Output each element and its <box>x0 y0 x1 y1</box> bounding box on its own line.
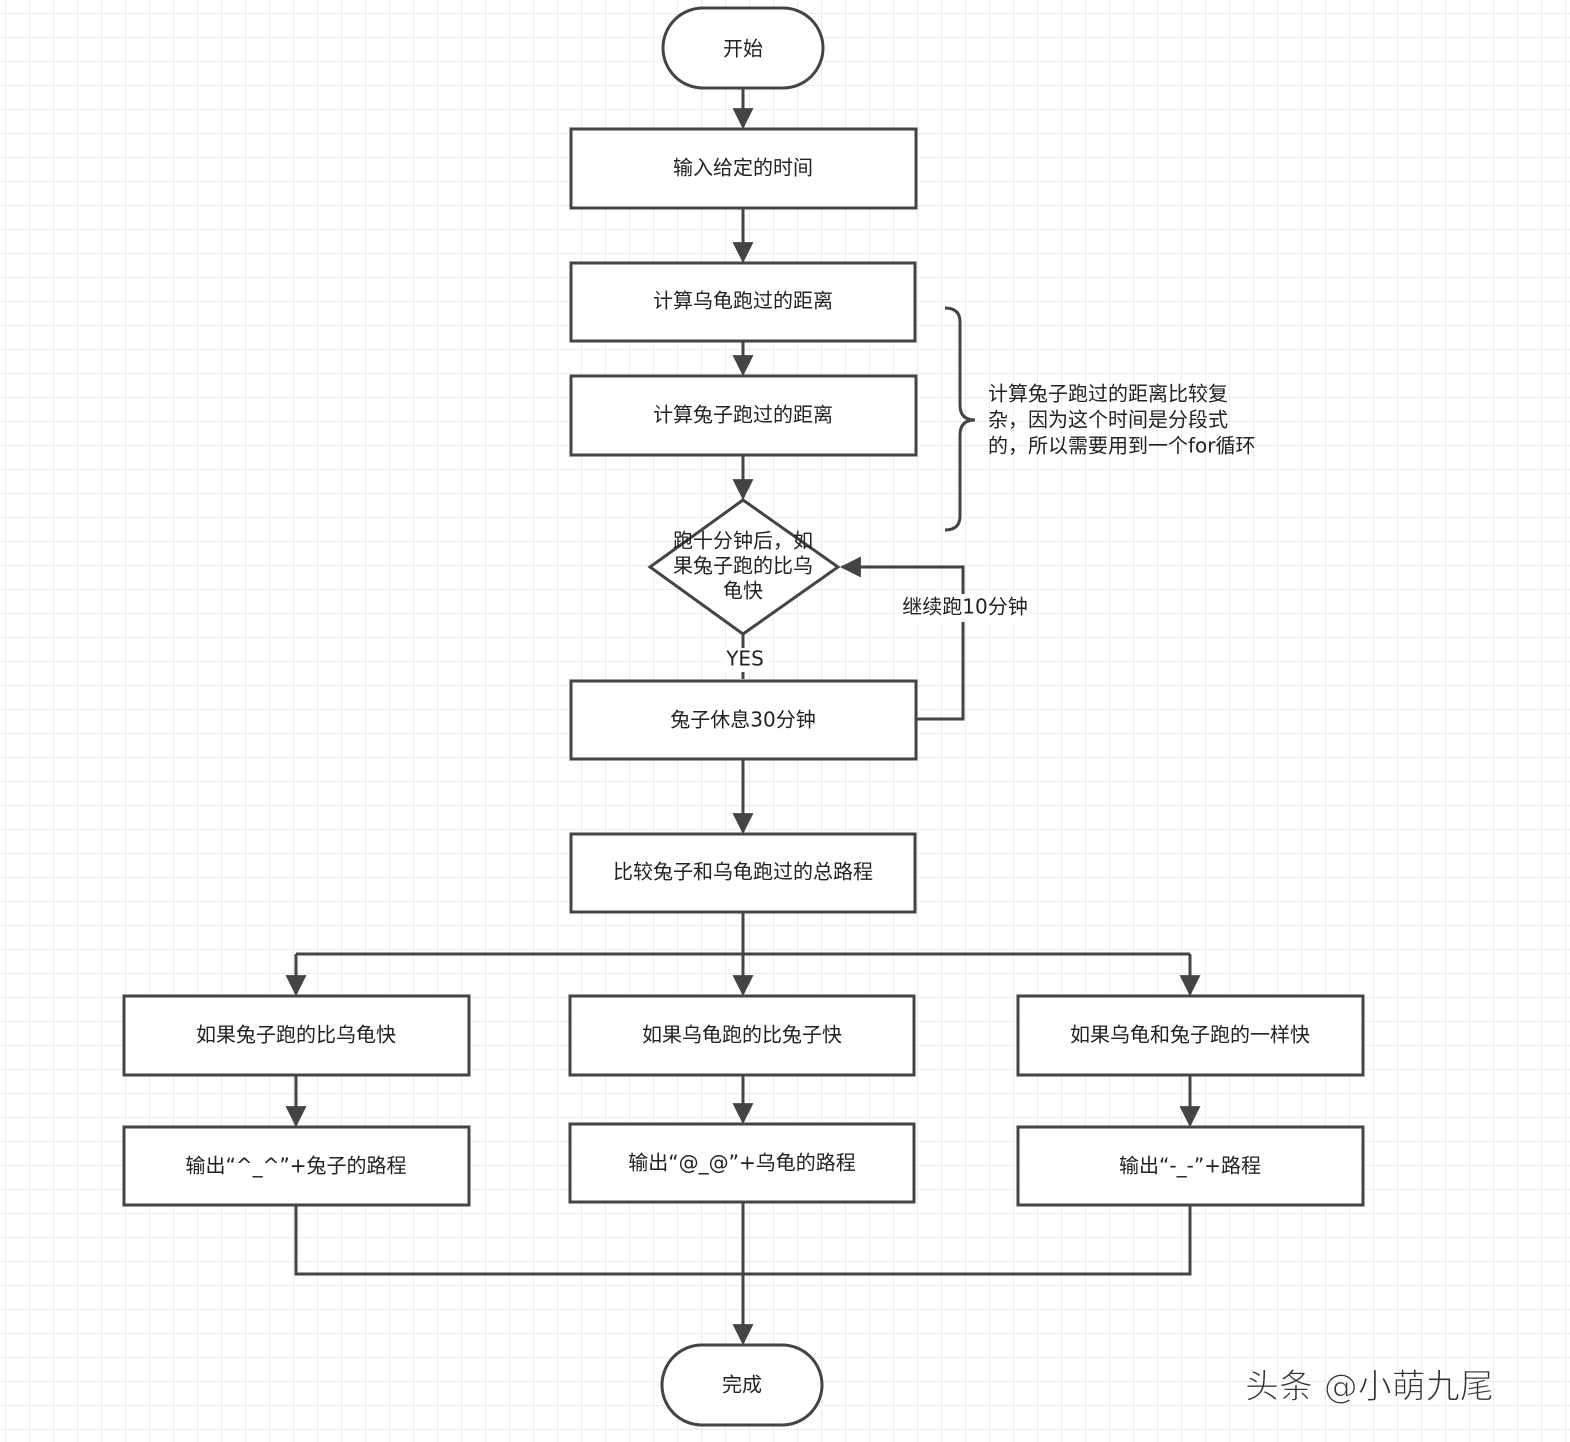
decision-line-2: 果兔子跑的比乌 <box>673 554 813 578</box>
output-label: 输出“-_-”+路程 <box>1119 1154 1261 1178</box>
turtle-distance-step: 计算乌龟跑过的距离 <box>569 261 917 343</box>
branch-turtle-faster: 如果乌龟跑的比兔子快 <box>568 994 916 1077</box>
decision-line-1: 跑十分钟后，如 <box>673 529 813 553</box>
rabbit-rest-label: 兔子休息30分钟 <box>670 708 815 732</box>
end-terminator: 完成 <box>660 1343 824 1427</box>
annotation-line-2: 杂，因为这个时间是分段式 <box>988 408 1228 432</box>
annotation-line-1: 计算兔子跑过的距离比较复 <box>988 382 1228 406</box>
output-equal: 输出“-_-”+路程 <box>1016 1125 1365 1207</box>
yes-label: YES <box>725 647 764 671</box>
branch-condition-label: 如果兔子跑的比乌龟快 <box>196 1023 396 1047</box>
output-label: 输出“^_^”+兔子的路程 <box>186 1154 407 1178</box>
rabbit-rest-step: 兔子休息30分钟 <box>569 679 918 761</box>
connectors <box>285 88 1201 1346</box>
brace-icon <box>944 306 976 532</box>
watermark: 头条 @小萌九尾 <box>1245 1367 1494 1407</box>
annotation-line-3: 的，所以需要用到一个for循环 <box>988 434 1256 458</box>
start-terminator: 开始 <box>661 6 825 90</box>
rabbit-distance-step: 计算兔子跑过的距离 <box>569 374 918 457</box>
branch-rabbit-faster: 如果兔子跑的比乌龟快 <box>122 994 471 1077</box>
compare-step: 比较兔子和乌龟跑过的总路程 <box>569 832 917 914</box>
output-label: 输出“@_@”+乌龟的路程 <box>628 1151 855 1175</box>
output-rabbit: 输出“^_^”+兔子的路程 <box>122 1125 471 1207</box>
rabbit-distance-label: 计算兔子跑过的距离 <box>653 403 833 427</box>
branch-condition-label: 如果乌龟和兔子跑的一样快 <box>1070 1023 1310 1047</box>
branch-condition-label: 如果乌龟跑的比兔子快 <box>642 1023 842 1047</box>
branch-equal: 如果乌龟和兔子跑的一样快 <box>1016 994 1365 1077</box>
loop-arrow <box>839 556 965 721</box>
annotation: 计算兔子跑过的距离比较复 杂，因为这个时间是分段式 的，所以需要用到一个for循… <box>944 306 1256 532</box>
input-time-label: 输入给定的时间 <box>673 156 813 180</box>
end-label: 完成 <box>722 1373 762 1397</box>
input-time-step: 输入给定的时间 <box>569 127 918 210</box>
compare-label: 比较兔子和乌龟跑过的总路程 <box>613 860 873 884</box>
decision-line-3: 龟快 <box>723 579 763 603</box>
loop-label: 继续跑10分钟 <box>902 595 1027 619</box>
turtle-distance-label: 计算乌龟跑过的距离 <box>653 289 833 313</box>
start-label: 开始 <box>723 37 763 61</box>
output-turtle: 输出“@_@”+乌龟的路程 <box>568 1122 916 1204</box>
decision-rabbit-faster: 跑十分钟后，如 果兔子跑的比乌 龟快 <box>647 498 841 636</box>
